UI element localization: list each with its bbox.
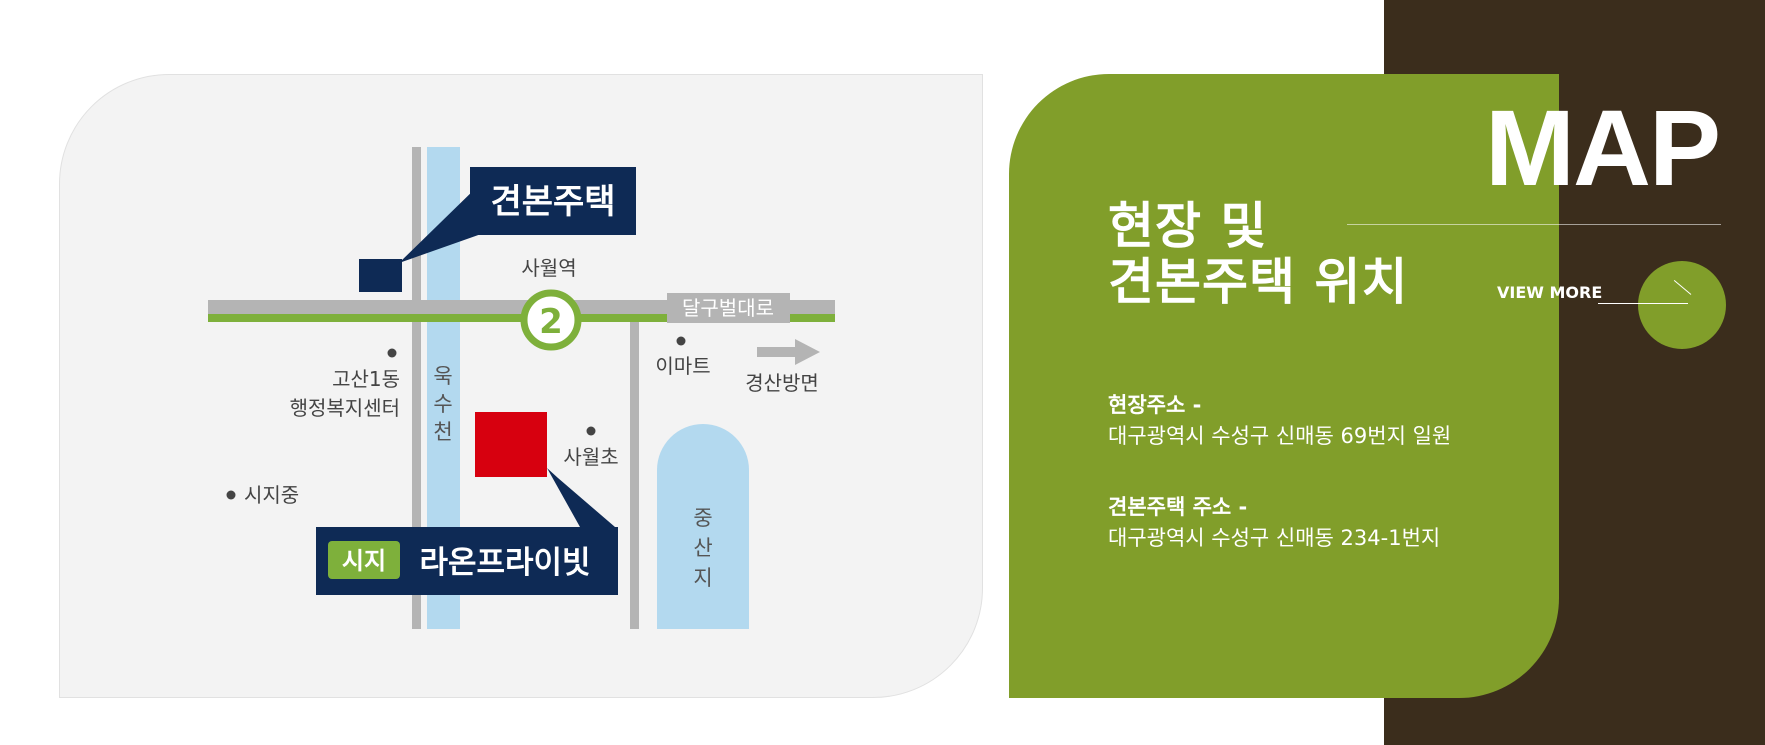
house-address-label: 견본주택 주소 -	[1108, 495, 1248, 519]
mountain-area	[657, 424, 749, 629]
location-map: 달구벌대로 2 사월역 견본주택 고산1동 행정복지센터 욱 수 천 이마트 경…	[59, 74, 983, 698]
model-house-callout	[470, 167, 636, 235]
gosan-center-label-line1: 고산1동	[332, 367, 400, 391]
gosan-center-marker	[387, 348, 397, 358]
mountain-label-char-1: 중	[693, 506, 712, 530]
header-divider	[1347, 224, 1721, 225]
project-tag-box	[328, 541, 400, 579]
house-address-block: 견본주택 주소 - 대구광역시 수성구 신매동 234-1번지	[1108, 492, 1440, 554]
house-address-value: 대구광역시 수성구 신매동 234-1번지	[1108, 526, 1441, 550]
road-left-vertical	[412, 147, 421, 629]
stream-label-char-3: 천	[433, 420, 452, 444]
view-more-button[interactable]	[1638, 261, 1726, 349]
mountain-label-char-3: 지	[693, 566, 712, 590]
site-address-value: 대구광역시 수성구 신매동 69번지 일원	[1108, 424, 1452, 448]
station-name-label: 사월역	[521, 256, 576, 280]
view-more-link[interactable]: VIEW MORE	[1497, 283, 1603, 302]
project-tag-label: 시지	[342, 547, 386, 575]
gosan-center-label-line2: 행정복지센터	[290, 396, 400, 420]
map-illustration: 달구벌대로 2 사월역 견본주택 고산1동 행정복지센터 욱 수 천 이마트 경…	[208, 147, 835, 629]
info-title-line-2: 견본주택 위치	[1108, 253, 1409, 311]
siji-school-marker	[226, 490, 236, 500]
arrow-long-right-icon	[757, 339, 820, 365]
road-name-label: 달구벌대로	[682, 296, 774, 320]
info-card	[1009, 74, 1559, 698]
page-title: MAP	[1485, 87, 1721, 208]
site-address-label: 현장주소 -	[1108, 393, 1202, 417]
sawol-school-marker	[586, 426, 596, 436]
stream-label-char-2: 수	[433, 392, 452, 416]
sawol-school-label: 사월초	[563, 445, 618, 469]
subway-line-icon: 2	[520, 289, 582, 351]
road-right-vertical	[630, 321, 639, 629]
line-number-label: 2	[539, 302, 563, 342]
direction-label: 경산방면	[745, 371, 819, 395]
model-house-marker	[359, 259, 402, 292]
info-title-line-1: 현장 및	[1108, 197, 1268, 255]
emart-marker	[676, 336, 686, 346]
road-label-box	[667, 293, 790, 323]
model-house-callout-pointer	[399, 185, 484, 263]
model-house-label: 견본주택	[490, 182, 615, 222]
site-address-block: 현장주소 - 대구광역시 수성구 신매동 69번지 일원	[1108, 390, 1451, 452]
site-marker	[475, 412, 547, 477]
emart-label: 이마트	[655, 354, 710, 378]
stream-label-char-1: 욱	[433, 364, 452, 388]
mountain-label-char-2: 산	[693, 536, 712, 560]
siji-school-label: 시지중	[244, 483, 299, 507]
project-name-label: 라온프라이빗	[419, 545, 590, 581]
info-title: 현장 및 견본주택 위치	[1108, 198, 1408, 310]
site-callout-pointer	[547, 468, 615, 527]
